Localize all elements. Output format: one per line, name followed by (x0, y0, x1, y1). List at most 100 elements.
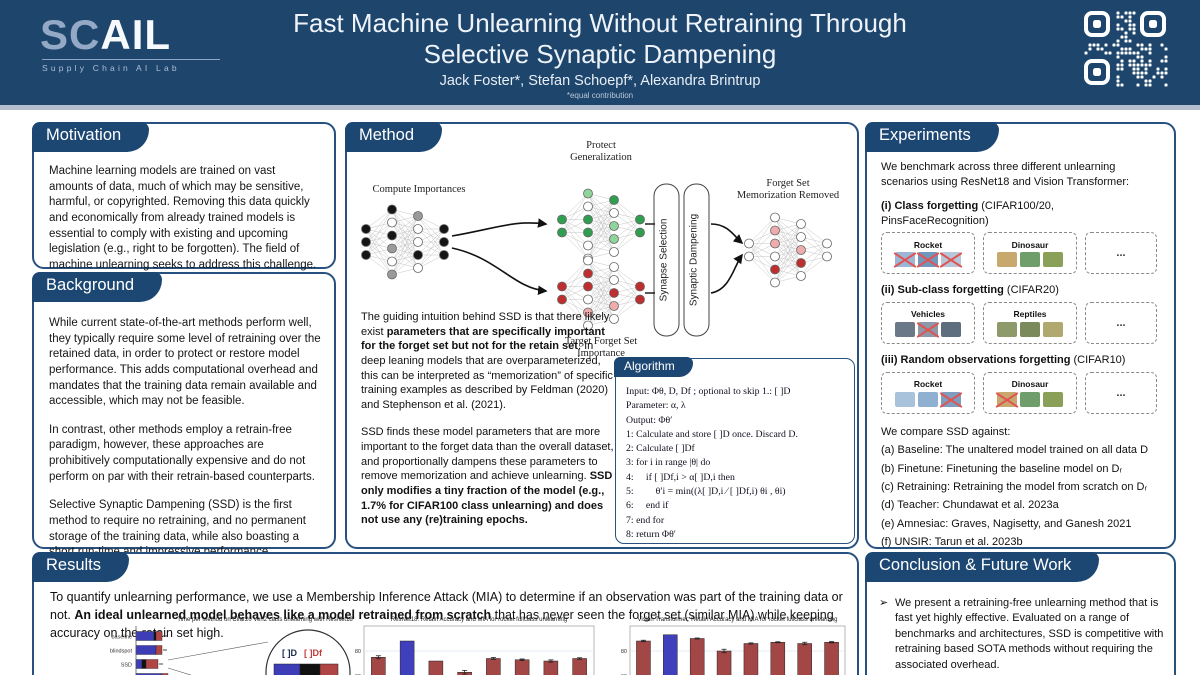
class-example-box: Rocket (881, 232, 975, 275)
logo-underline (42, 59, 220, 60)
scail-logo-text: SCAIL (40, 14, 270, 56)
equal-contribution-note: *equal contribution (566, 91, 634, 101)
image-thumb (895, 321, 915, 337)
results-intro: To quantify unlearning performance, we u… (50, 588, 843, 642)
authors: Jack Foster*, Stefan Schoepf*, Alexandra… (439, 73, 761, 90)
experiments-header: Experiments (865, 122, 999, 152)
image-thumb (1043, 321, 1063, 337)
svg-text:Time per Method on Cifar20 Veh: Time per Method on Cifar20 Veh2 class un… (177, 617, 353, 623)
algorithm-line: Output: Φθ′ (626, 414, 673, 426)
scenario-examples-row: Rocket Dinosaur... (881, 372, 1164, 415)
compare-item: (c) Retraining: Retraining the model fro… (881, 481, 1148, 494)
conclusion-section: Conclusion & Future Work We present a re… (865, 552, 1176, 675)
thumbnail-row (997, 321, 1063, 337)
logo-ail: AIL (100, 11, 172, 58)
method-p1-text: The guiding intuition behind SSD is that… (361, 311, 610, 338)
poster-title-line2: Selective Synaptic Dampening (423, 38, 777, 69)
motivation-text: Machine learning models are trained on v… (49, 165, 317, 271)
more-classes-box: ... (1085, 232, 1157, 275)
svg-text:Forget Set: Forget Set (766, 178, 809, 189)
class-example-title: Vehicles (910, 309, 946, 320)
compare-intro: We compare SSD against: (881, 426, 1011, 439)
logo-subtitle: Supply Chain AI Lab (42, 63, 180, 73)
background-paragraph: Selective Synaptic Dampening (SSD) is th… (49, 499, 306, 558)
class-example-title: Dinosaur (1011, 239, 1049, 250)
image-thumb (1020, 391, 1040, 407)
method-paragraph: The guiding intuition behind SSD is that… (361, 310, 619, 412)
thumbnail-row (997, 252, 1063, 268)
scenario-label-paren: (CIFAR20) (1003, 284, 1059, 297)
svg-text:Synapse Selection: Synapse Selection (659, 219, 670, 302)
svg-text:Generalization: Generalization (570, 152, 633, 163)
scenario-label-bold: (iii) Random observations forgetting (881, 354, 1071, 367)
image-thumb (941, 321, 961, 337)
background-text: While current state-of-the-art methods p… (49, 316, 322, 574)
forgotten-image-thumb (997, 391, 1017, 407)
class-example-title: Dinosaur (1011, 379, 1049, 390)
forgotten-image-thumb (895, 252, 915, 268)
compare-item: (a) Baseline: The unaltered model traine… (881, 444, 1149, 457)
svg-text:baseline: baseline (112, 635, 133, 641)
thumbnail-row (895, 321, 961, 337)
background-header: Background (32, 272, 163, 302)
algorithm-line: Input: Φθ, D, Df ; optional to skip 1.: … (626, 386, 791, 397)
algorithm-line: 6: end if (626, 500, 669, 512)
algorithm-line: 8: return Φθ′ (626, 528, 676, 540)
results-intro-bold: An ideal unlearned model behaves like a … (74, 608, 492, 623)
method-p1-bold: parameters that are specifically importa… (361, 325, 605, 353)
class-example-box: Rocket (881, 372, 975, 415)
algorithm-line: 5: θ′i = min((λ[ ]D,i ⁄ [ ]Df,i) θi , θi… (626, 486, 786, 498)
more-classes-box: ... (1085, 372, 1157, 415)
results-intro-text: To quantify unlearning performance, we u… (50, 590, 843, 623)
svg-text:80: 80 (621, 649, 627, 655)
qr-code (1084, 11, 1168, 87)
image-thumb (1020, 252, 1040, 268)
algorithm-line: 1: Calculate and store [ ]D once. Discar… (626, 428, 798, 440)
resnet18-mia-chart: 6080ResNet18: Retain Accuracy and MIA fo… (338, 617, 595, 675)
algorithm-line: 3: for i in range |θ| do (626, 457, 711, 469)
forgotten-image-thumb (918, 321, 938, 337)
results-section: Results To quantify unlearning performan… (32, 552, 859, 675)
image-thumb (997, 321, 1017, 337)
scenario-label: (ii) Sub-class forgetting (CIFAR20) (881, 283, 1164, 298)
method-text: The guiding intuition behind SSD is that… (361, 310, 619, 541)
method-p2-bold: SSD only modifies a tiny fraction of the… (361, 470, 613, 527)
header-banner: SCAIL Supply Chain AI Lab Fast Machine U… (0, 0, 1200, 105)
image-thumb (1020, 321, 1040, 337)
scenario-label: (i) Class forgetting (CIFAR100/20, PinsF… (881, 199, 1164, 229)
header-divider (0, 105, 1200, 110)
svg-text:SSD: SSD (121, 663, 132, 669)
svg-text:Vision Transformer: Retain Acc: Vision Transformer: Retain Accuracy and … (638, 617, 838, 623)
background-section: Background While current state-of-the-ar… (32, 272, 336, 558)
background-paragraph: While current state-of-the-art methods p… (49, 317, 321, 408)
background-paragraph: In contrast, other methods employ a retr… (49, 423, 315, 483)
image-thumb (918, 391, 938, 407)
scenario-examples-row: Rocket Dinosaur... (881, 232, 1164, 275)
method-header: Method (345, 122, 443, 152)
algorithm-line: 7: end for (626, 514, 665, 526)
algorithm-line: 2: Calculate [ ]Df (626, 443, 695, 455)
compare-list: (a) Baseline: The unaltered model traine… (881, 443, 1164, 568)
time-per-method-chart: Time per Method on Cifar20 Veh2 class un… (110, 617, 353, 675)
vit-mia-chart: 6080Vision Transformer: Retain Accuracy … (604, 617, 846, 675)
compare-item: (f) UNSIR: Tarun et al. 2023b (881, 536, 1023, 549)
svg-text:80: 80 (355, 649, 361, 655)
class-example-title: Rocket (913, 239, 943, 250)
method-p2-text: SSD finds these model parameters that ar… (361, 426, 614, 483)
svg-text:[ ]Df: [ ]Df (304, 648, 323, 658)
algorithm-header: Algorithm (614, 357, 693, 377)
method-p1-text2: . In deep leaning models that are overpa… (361, 340, 613, 411)
experiments-content: We benchmark across three different unle… (881, 160, 1164, 568)
image-thumb (997, 252, 1017, 268)
class-example-box: Dinosaur (983, 372, 1077, 415)
scenario-label-bold: (i) Class forgetting (881, 199, 979, 212)
forgotten-image-thumb (941, 391, 961, 407)
conclusion-bullets: We present a retraining-free unlearning … (879, 596, 1164, 675)
svg-text:Synaptic Dampening: Synaptic Dampening (689, 214, 700, 306)
experiments-section: Experiments We benchmark across three di… (865, 122, 1176, 566)
class-example-box: Reptiles (983, 302, 1077, 345)
class-example-title: Rocket (913, 379, 943, 390)
thumbnail-row (895, 252, 961, 268)
